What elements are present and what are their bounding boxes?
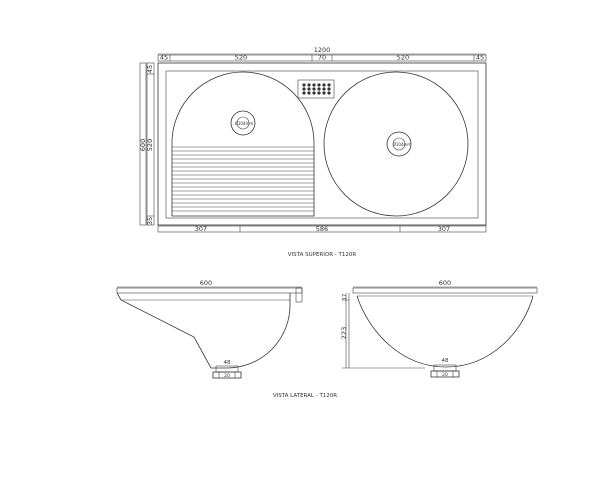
dim-right-drain-small: 20	[442, 372, 448, 378]
dim-top-right-basin: 520	[397, 54, 409, 62]
left-drain-icon: Ø104mm	[230, 110, 256, 136]
drainboard-ribs	[172, 146, 314, 212]
dim-left-top: 45	[146, 65, 154, 73]
overflow-grid-icon	[297, 79, 335, 99]
top-view: 1200 45 520 70 520 45 600 520 45 35	[139, 46, 487, 258]
sink-inner-border	[165, 70, 479, 219]
dim-top-right-margin: 45	[476, 54, 484, 62]
dim-left-drain-width: 48	[224, 360, 231, 366]
right-basin	[323, 71, 469, 217]
dim-top-left-basin: 520	[235, 54, 247, 62]
sink-outline	[157, 62, 487, 226]
side-view-title: VISTA LATERAL - T120R	[273, 393, 337, 399]
side-view-right: 600 17 223 48 20	[340, 279, 538, 378]
dim-left-side-width: 600	[200, 279, 212, 287]
right-drain-label: Ø104mm	[393, 142, 412, 147]
left-side-profile	[116, 292, 291, 369]
right-drain-icon: Ø104mm	[386, 131, 412, 157]
dim-top-center: 70	[318, 54, 326, 62]
right-drain-fitting-icon	[430, 364, 460, 378]
dim-left-inner: 520	[146, 139, 154, 151]
left-dimension-strip-inner	[146, 62, 155, 226]
dim-right-lip: 17	[342, 294, 348, 300]
dim-overall-width: 1200	[314, 46, 331, 54]
bottom-dimension-strip	[157, 225, 487, 233]
dim-left-drain-small: 20	[224, 373, 230, 379]
dim-left-bottom: 35	[146, 217, 154, 225]
right-bowl-profile	[356, 295, 534, 368]
dim-right-drain-width: 48	[442, 358, 449, 364]
top-view-title: VISTA SUPERIOR - T120R	[288, 252, 357, 258]
side-view-left: 600 48 20	[116, 279, 303, 379]
dim-left-outer: 600	[139, 139, 147, 151]
dim-top-left-margin: 45	[160, 54, 168, 62]
left-dimension-strip-outer	[139, 62, 147, 226]
dim-right-depth: 223	[340, 327, 348, 339]
left-basin	[171, 71, 315, 217]
dim-bottom-right: 307	[438, 225, 450, 233]
dim-bottom-left: 307	[195, 225, 207, 233]
dim-right-side-width: 600	[439, 279, 451, 287]
dim-bottom-center: 586	[316, 225, 328, 233]
top-dimension-strip	[157, 54, 487, 62]
left-drain-label: Ø104mm	[235, 121, 254, 126]
left-drain-fitting-icon	[212, 365, 242, 379]
